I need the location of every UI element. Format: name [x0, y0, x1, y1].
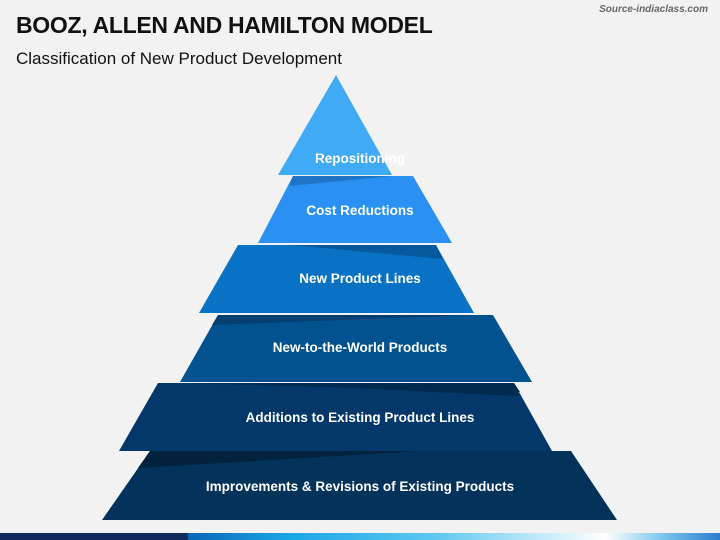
- tier-label-cost-reductions: Cost Reductions: [306, 203, 414, 218]
- tier-label-new-product-lines: New Product Lines: [299, 271, 421, 286]
- tier-label-additions: Additions to Existing Product Lines: [245, 410, 475, 425]
- pyramid-tier-6: [102, 451, 617, 520]
- tier-label-improvements: Improvements & Revisions of Existing Pro…: [205, 479, 515, 494]
- decorative-bottom-bar: [0, 533, 720, 540]
- tier-label-repositioning: Repositioning: [315, 151, 405, 166]
- tier-label-new-to-the-world: New-to-the-World Products: [272, 340, 448, 355]
- pyramid-tier-1: [278, 75, 392, 175]
- page-title: BOOZ, ALLEN AND HAMILTON MODEL: [16, 12, 433, 38]
- pyramid-tier-5: [119, 383, 552, 451]
- page-subtitle: Classification of New Product Developmen…: [16, 49, 342, 68]
- pyramid-tier-4: [180, 315, 532, 382]
- source-watermark: Source-indiaclass.com: [599, 4, 708, 15]
- pyramid-tier-2: [258, 176, 452, 243]
- pyramid-tier-3: [199, 245, 474, 313]
